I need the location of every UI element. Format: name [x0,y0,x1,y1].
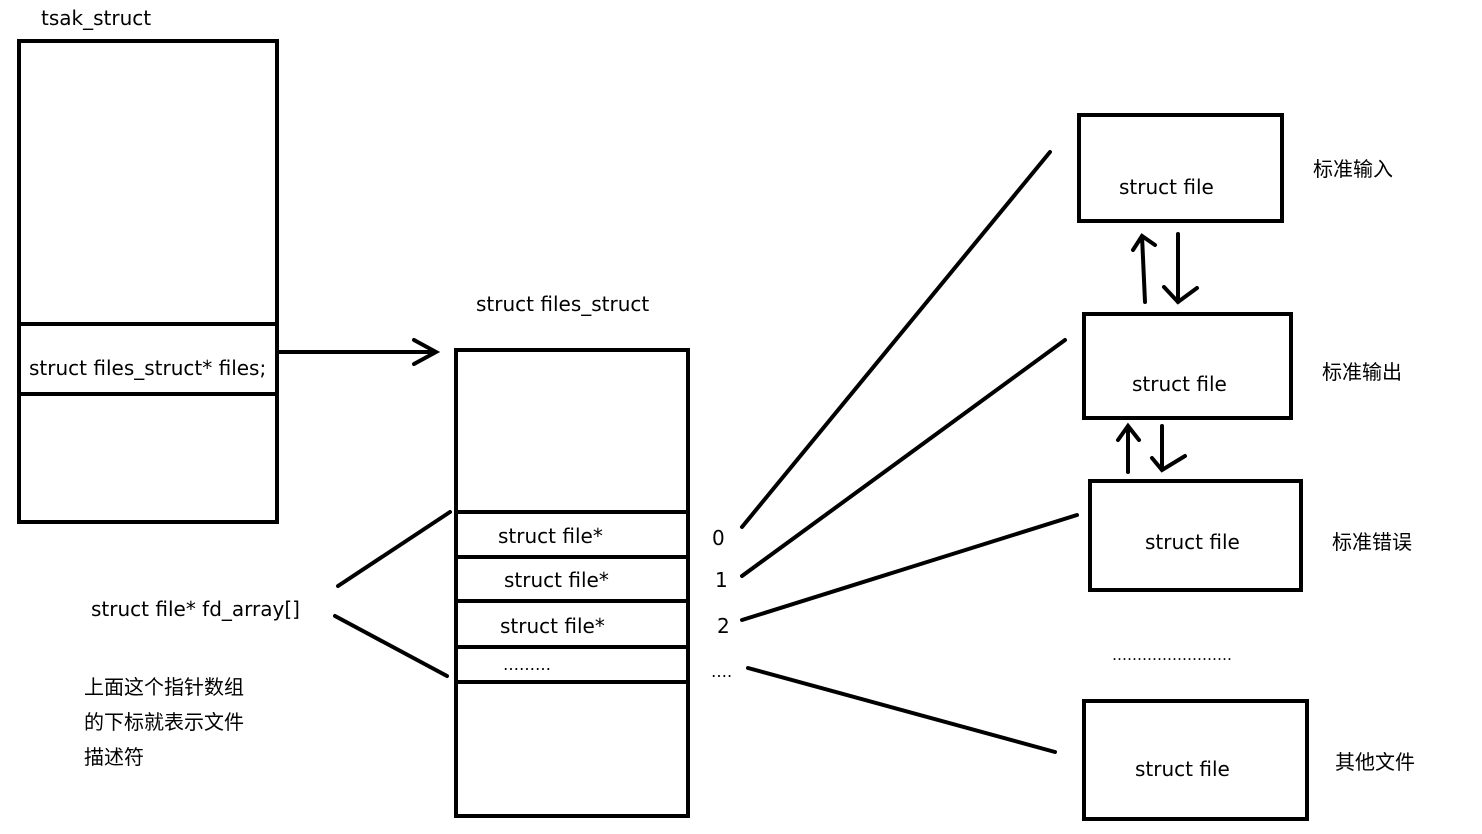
file-box-stderr-label: struct file [1145,530,1240,554]
fd-slot-label-0: struct file* [498,524,603,548]
fd-slot-label-1: struct file* [504,568,609,592]
arrow-down-2 [1150,424,1187,473]
arrow-up-1 [1131,233,1157,304]
arrow-up-2 [1116,422,1141,474]
link-1-stdout [740,338,1067,578]
fd-index-1: 1 [715,568,728,592]
task-struct-title: tsak_struct [41,6,152,30]
fd-slot-divider [454,680,690,684]
fd-array-note: 上面这个指针数组 的下标就表示文件 描述符 [84,675,244,769]
fd-index-0: 0 [712,526,725,550]
task-struct-box [17,39,279,524]
fd-array-lower-line [333,614,449,678]
fd-slot-divider [454,599,690,603]
fd-index-2: 2 [717,614,730,638]
files-pointer-arrow [276,338,441,366]
fd-slot-label-more: ……… [503,655,551,674]
files-struct-box [454,348,690,818]
fd-slot-divider [454,555,690,559]
file-box-stderr [1088,479,1303,592]
link-2-stderr [740,513,1079,622]
file-box-stdout-label: struct file [1132,372,1227,396]
file-desc-other: 其他文件 [1335,750,1415,774]
fd-slot-divider [454,510,690,514]
file-box-stdout [1082,312,1293,420]
file-box-stdin-label: struct file [1119,175,1214,199]
fd-index-more: …. [711,662,733,681]
link-0-stdin [740,150,1052,529]
file-desc-stderr: 标准错误 [1332,530,1412,554]
fd-slot-divider [454,645,690,649]
fd-array-upper-line [336,510,452,588]
file-box-stdin [1077,113,1284,223]
files-field-label: struct files_struct* files; [29,356,267,380]
task-struct-divider-bottom [17,392,279,396]
file-desc-stdout: 标准输出 [1322,360,1402,384]
task-struct-divider-top [17,322,279,326]
fd-slot-label-2: struct file* [500,614,605,638]
files-struct-title: struct files_struct [476,292,650,316]
link-other-file [746,666,1057,754]
fd-array-label: struct file* fd_array[] [91,597,300,621]
file-box-other [1082,699,1309,821]
file-desc-stdin: 标准输入 [1313,157,1393,181]
file-list-ellipsis: …………………… [1112,646,1232,664]
arrow-down-1 [1162,232,1199,305]
file-box-other-label: struct file [1135,757,1230,781]
